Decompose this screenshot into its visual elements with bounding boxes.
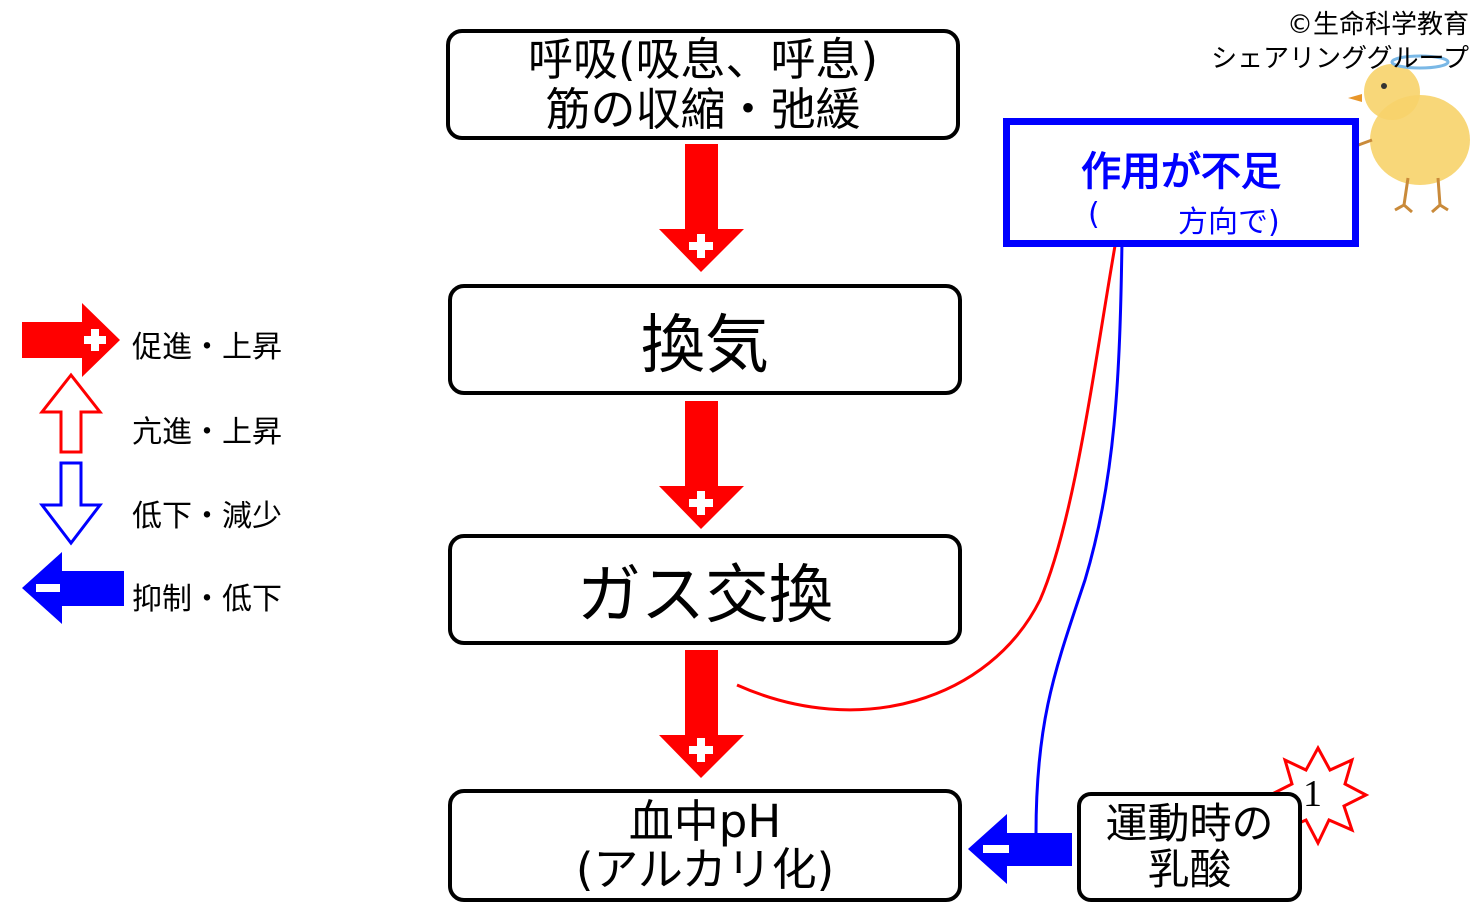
respiration-line-1: 呼吸(吸息、呼息) bbox=[527, 32, 879, 86]
copyright-line-2: シェアリンググループ bbox=[1211, 44, 1469, 74]
legend-label-enhance: 亢進・上昇 bbox=[132, 415, 282, 450]
arrow-respiration-to-ventilation bbox=[659, 144, 744, 272]
legend-inhibit-icon bbox=[22, 552, 124, 624]
copyright-text: ©生命科学教育 シェアリンググループ bbox=[1211, 8, 1469, 76]
lactic-acid-line-1: 運動時の bbox=[1105, 799, 1274, 848]
effect-paren-open: ( bbox=[1088, 197, 1100, 232]
blue-connector-line bbox=[1034, 239, 1124, 835]
legend-promote-icon bbox=[22, 303, 120, 377]
lactic-acid-box: 運動時の 乳酸 bbox=[1077, 792, 1302, 902]
respiration-line-2: 筋の収縮・弛緩 bbox=[545, 82, 861, 136]
blood-ph-line-1: 血中pH bbox=[628, 794, 782, 848]
red-connector-line bbox=[736, 239, 1118, 712]
legend-label-inhibit: 抑制・低下 bbox=[132, 582, 282, 617]
legend-label-promote: 促進・上昇 bbox=[132, 330, 282, 365]
arrow-lactic-acid-to-blood-ph bbox=[968, 814, 1072, 884]
effect-direction: 方向で) bbox=[1178, 205, 1280, 240]
gas-exchange-box: ガス交換 bbox=[448, 534, 962, 645]
arrow-gas-exchange-to-blood-ph bbox=[659, 650, 744, 778]
lactic-acid-line-2: 乳酸 bbox=[1147, 845, 1232, 894]
ventilation-label: 換気 bbox=[641, 308, 769, 383]
effect-title: 作用が不足 bbox=[1081, 149, 1281, 195]
ventilation-box: 換気 bbox=[448, 284, 962, 395]
effect-insufficient-box: 作用が不足 ( 方向で) bbox=[1003, 118, 1359, 247]
badge-number: 1 bbox=[1303, 773, 1322, 815]
legend-enhance-icon bbox=[38, 372, 104, 454]
copyright-line-1: ©生命科学教育 bbox=[1286, 10, 1469, 40]
chick-mascot-icon bbox=[1344, 54, 1470, 214]
legend-label-decrease: 低下・減少 bbox=[132, 499, 282, 534]
respiration-box: 呼吸(吸息、呼息) 筋の収縮・弛緩 bbox=[446, 29, 960, 140]
blood-ph-box: 血中pH (アルカリ化) bbox=[448, 789, 962, 902]
blood-ph-line-2: (アルカリ化) bbox=[575, 842, 835, 896]
arrow-ventilation-to-gas-exchange bbox=[659, 401, 744, 529]
legend-decrease-icon bbox=[38, 461, 104, 546]
gas-exchange-label: ガス交換 bbox=[577, 558, 833, 633]
